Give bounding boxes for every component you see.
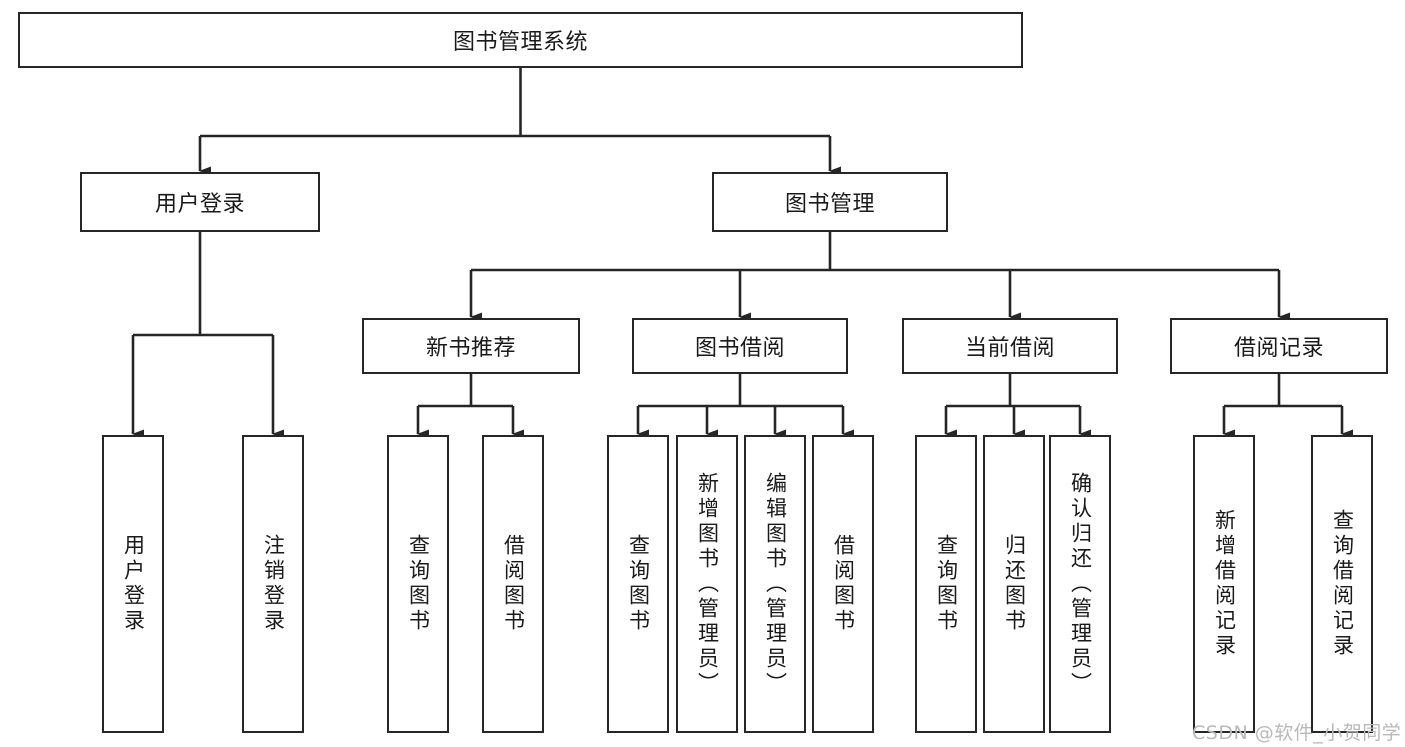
level4-node[interactable]: 编辑图书（管理员） [744,435,806,733]
level4-node[interactable]: 借阅图书 [812,435,874,733]
level3-node[interactable]: 新书推荐 [362,318,580,374]
level4-node[interactable]: 查询图书 [387,435,449,733]
node-label: 新增图书（管理员） [695,471,720,697]
level4-node[interactable]: 查询图书 [607,435,669,733]
node-label: 图书管理系统 [452,30,588,55]
level4-node[interactable]: 借阅图书 [482,435,544,733]
node-label: 用户登录 [121,534,146,634]
node-label: 确认归还（管理员） [1068,471,1093,697]
node-label: 借阅图书 [501,534,526,634]
csdn-watermark: CSDN @软件_小贺同学 [1192,722,1402,744]
node-label: 当前借阅 [964,336,1055,361]
level4-node[interactable]: 归还图书 [983,435,1045,733]
root-node[interactable]: 图书管理系统 [18,12,1023,68]
node-label: 新书推荐 [425,336,516,361]
node-label: 查询图书 [406,534,431,634]
node-label: 新增借阅记录 [1212,509,1237,659]
node-label: 借阅图书 [831,534,856,634]
level4-node[interactable]: 查询借阅记录 [1311,435,1373,733]
level2-node[interactable]: 用户登录 [80,172,320,232]
node-label: 借阅记录 [1233,336,1324,361]
level4-node[interactable]: 注销登录 [242,435,304,733]
node-label: 查询图书 [626,534,651,634]
level3-node[interactable]: 借阅记录 [1170,318,1388,374]
level2-node[interactable]: 图书管理 [712,172,948,232]
level4-node[interactable]: 新增图书（管理员） [676,435,738,733]
node-label: 查询借阅记录 [1330,509,1355,659]
level3-node[interactable]: 当前借阅 [902,318,1118,374]
level4-node[interactable]: 用户登录 [102,435,164,733]
level4-node[interactable]: 查询图书 [915,435,977,733]
level3-node[interactable]: 图书借阅 [632,318,848,374]
level4-node[interactable]: 确认归还（管理员） [1049,435,1111,733]
node-label: 注销登录 [261,534,286,634]
node-label: 编辑图书（管理员） [763,471,788,697]
level4-node[interactable]: 新增借阅记录 [1193,435,1255,733]
node-label: 用户登录 [154,192,245,217]
node-label: 图书借阅 [694,336,785,361]
node-label: 查询图书 [934,534,959,634]
node-label: 图书管理 [784,192,875,217]
node-label: 归还图书 [1002,534,1027,634]
